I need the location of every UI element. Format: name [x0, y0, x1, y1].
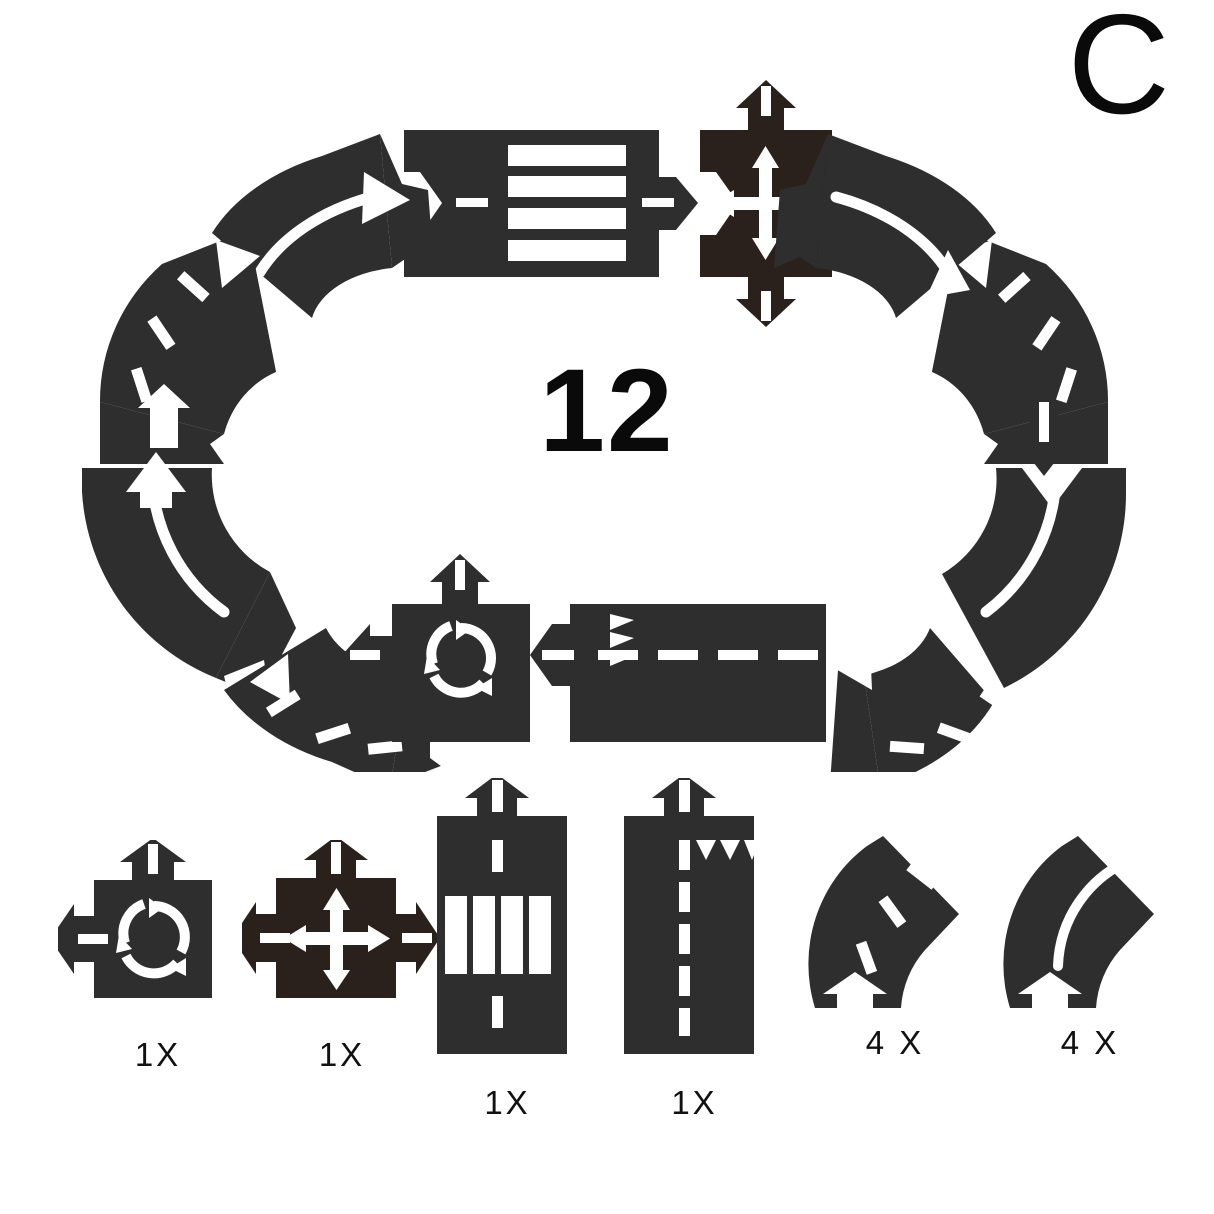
track-piece-crossroads — [698, 80, 882, 327]
legend-item-curve-solid: 4 X — [1000, 818, 1180, 1062]
crosswalk-icon — [437, 778, 567, 1078]
legend-count-crossroads: 1X — [318, 1036, 366, 1073]
track-piece-curve-right-lower-solid — [942, 450, 1127, 688]
track-piece-bottom-straight — [530, 604, 864, 742]
legend-item-straight: 1X — [612, 778, 777, 1122]
legend-count-roundabout: 1X — [134, 1036, 182, 1073]
total-piece-count: 12 — [539, 345, 675, 477]
legend-count-crosswalk: 1X — [484, 1084, 531, 1121]
track-oval-layout — [82, 80, 1127, 772]
roundabout-icon — [58, 840, 248, 1030]
track-piece-curve-left-upper-dashed — [99, 230, 276, 464]
crossroads-icon — [242, 840, 440, 1030]
legend-item-crossroads: 1X — [242, 840, 442, 1074]
legend-count-straight: 1X — [671, 1084, 718, 1121]
legend-item-crosswalk: 1X — [425, 778, 590, 1122]
parts-legend: 1X — [0, 768, 1214, 1188]
legend-count-curve-solid: 4 X — [1060, 1024, 1120, 1061]
legend-item-roundabout: 1X — [58, 840, 258, 1074]
track-piece-curve-top-left-solid — [212, 134, 434, 318]
track-piece-curve-top-right-solid — [774, 134, 996, 318]
curve-dashed-icon — [808, 836, 961, 1008]
track-piece-curve-left-lower-solid — [82, 452, 296, 708]
track-piece-top-crosswalk — [402, 130, 698, 277]
curve-solid-icon — [1003, 836, 1156, 1008]
variant-letter: C — [1067, 0, 1170, 144]
track-piece-roundabout — [342, 554, 568, 772]
straight-road-icon — [624, 778, 760, 1078]
track-piece-curve-right-upper-dashed — [932, 230, 1109, 476]
legend-item-curve-dashed: 4 X — [805, 818, 985, 1062]
track-piece-curve-bottom-right-dashed — [830, 628, 1014, 772]
legend-count-curve-dashed: 4 X — [865, 1024, 925, 1061]
